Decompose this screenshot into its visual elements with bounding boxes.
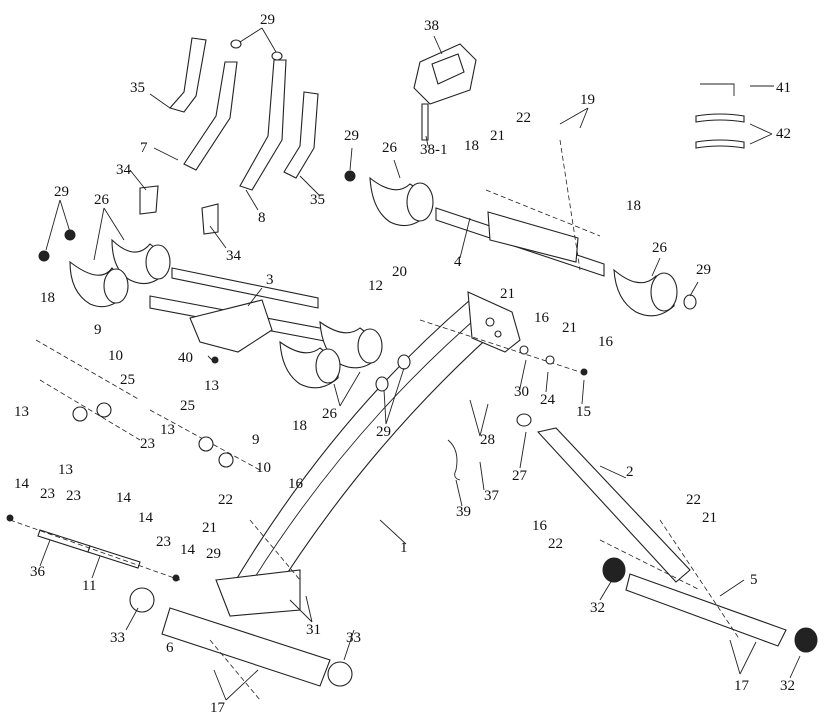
label-27: 27 (512, 468, 528, 484)
label-9a: 9 (94, 322, 102, 338)
label-14d: 14 (180, 542, 196, 558)
label-17b: 17 (734, 678, 750, 694)
part-labels: 1 2 3 4 5 6 7 8 9 9 10 10 11 12 13 13 13… (14, 12, 795, 716)
label-16c: 16 (598, 334, 614, 350)
label-33a: 33 (110, 630, 125, 646)
label-13d: 13 (160, 422, 175, 438)
label-40: 40 (178, 350, 193, 366)
label-7: 7 (140, 140, 148, 156)
label-26d: 26 (652, 240, 668, 256)
label-26a: 26 (94, 192, 110, 208)
label-13a: 13 (14, 404, 29, 420)
label-15: 15 (576, 404, 591, 420)
label-26b: 26 (322, 406, 338, 422)
label-24: 24 (540, 392, 556, 408)
label-26c: 26 (382, 140, 398, 156)
label-13c: 13 (204, 378, 219, 394)
curved-main-rail (229, 291, 521, 601)
label-17a: 17 (210, 700, 226, 716)
label-23d: 23 (156, 534, 171, 550)
leader-lines (39, 27, 801, 701)
label-12: 12 (368, 278, 383, 294)
label-39: 39 (456, 504, 471, 520)
upper-left-roller-assembly (38, 229, 411, 392)
label-37: 37 (484, 488, 500, 504)
label-11: 11 (82, 578, 96, 594)
label-21c: 21 (562, 320, 577, 336)
label-34a: 34 (116, 162, 132, 178)
label-18b: 18 (292, 418, 307, 434)
label-13b: 13 (58, 462, 73, 478)
label-14a: 14 (14, 476, 30, 492)
label-36: 36 (30, 564, 46, 580)
label-22c: 22 (548, 536, 563, 552)
label-30: 30 (514, 384, 529, 400)
label-20: 20 (392, 264, 407, 280)
console (413, 43, 477, 141)
lower-left-base (37, 529, 353, 687)
label-35a: 35 (130, 80, 145, 96)
label-31: 31 (306, 622, 321, 638)
label-10a: 10 (108, 348, 123, 364)
label-29b: 29 (54, 184, 69, 200)
label-8: 8 (258, 210, 266, 226)
label-14c: 14 (138, 510, 154, 526)
upper-right-roller-assembly (344, 170, 697, 317)
label-10b: 10 (256, 460, 271, 476)
label-16b: 16 (534, 310, 550, 326)
label-34b: 34 (226, 248, 242, 264)
label-25a: 25 (120, 372, 135, 388)
label-5: 5 (750, 572, 758, 588)
label-21b: 21 (500, 286, 515, 302)
label-23c: 23 (140, 436, 155, 452)
label-23b: 23 (66, 488, 81, 504)
label-18d: 18 (626, 198, 641, 214)
label-18c: 18 (464, 138, 479, 154)
label-21d: 21 (202, 520, 217, 536)
label-29e: 29 (696, 262, 711, 278)
label-22a: 22 (516, 110, 531, 126)
label-25b: 25 (180, 398, 195, 414)
right-stabilizer-arm (516, 413, 818, 653)
label-14b: 14 (116, 490, 132, 506)
label-3: 3 (266, 272, 274, 288)
label-6: 6 (166, 640, 174, 656)
label-22b: 22 (218, 492, 233, 508)
label-32a: 32 (590, 600, 605, 616)
label-29c: 29 (344, 128, 359, 144)
label-19: 19 (580, 92, 595, 108)
hardware-bolts-and-nuts (6, 83, 745, 701)
label-16d: 16 (532, 518, 548, 534)
label-23a: 23 (40, 486, 55, 502)
label-32b: 32 (780, 678, 795, 694)
label-38-1: 38-1 (420, 142, 448, 158)
label-22d: 22 (686, 492, 701, 508)
label-35b: 35 (310, 192, 325, 208)
label-29f: 29 (206, 546, 221, 562)
label-41: 41 (776, 80, 791, 96)
label-38: 38 (424, 18, 439, 34)
label-21a: 21 (490, 128, 505, 144)
label-2: 2 (626, 464, 634, 480)
label-28: 28 (480, 432, 495, 448)
label-29a: 29 (260, 12, 275, 28)
label-9b: 9 (252, 432, 260, 448)
label-4: 4 (454, 254, 462, 270)
label-29d: 29 (376, 424, 391, 440)
label-18a: 18 (40, 290, 55, 306)
label-1: 1 (400, 540, 408, 556)
label-21e: 21 (702, 510, 717, 526)
label-16a: 16 (288, 476, 304, 492)
label-42: 42 (776, 126, 791, 142)
handlebars (139, 37, 319, 235)
